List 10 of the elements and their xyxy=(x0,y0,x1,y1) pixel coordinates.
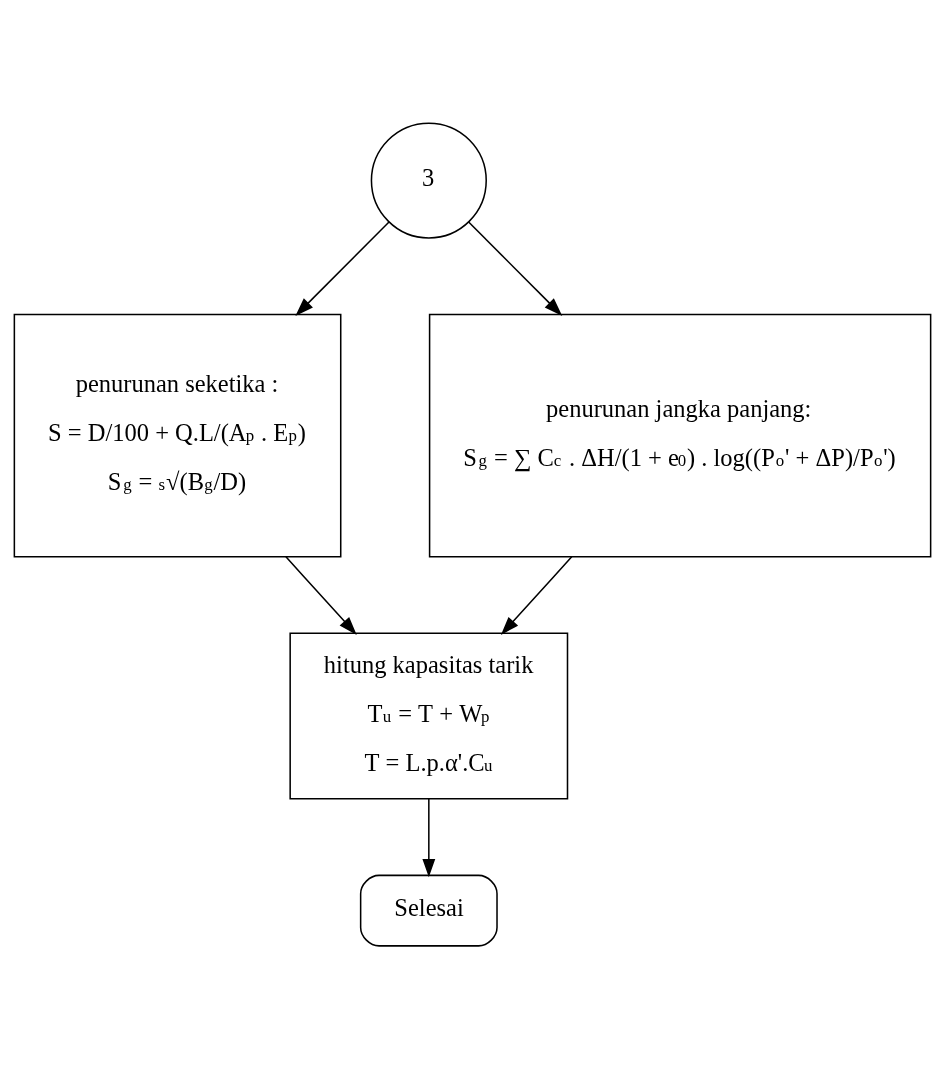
node-box: hitung kapasitas tarik Tu = T + Wp T = L.p.α'.Cu xyxy=(289,632,569,800)
arrow xyxy=(500,555,573,635)
arrow xyxy=(422,797,436,877)
node-circle: 3 xyxy=(370,121,487,239)
arrow xyxy=(295,220,390,316)
arrow xyxy=(285,555,357,635)
node-box: penurunan seketika : S = D/100 + Q.L/(Ap . Ep) Sg = s√(Bg/D) xyxy=(13,313,342,557)
arrow xyxy=(467,220,563,316)
node-box: penurunan jangka panjang: Sg = ∑ Cc . ΔH/(1 + e0) . log((Po' + ΔP)/Po') xyxy=(428,313,932,557)
node-box: Selesai xyxy=(359,874,498,947)
